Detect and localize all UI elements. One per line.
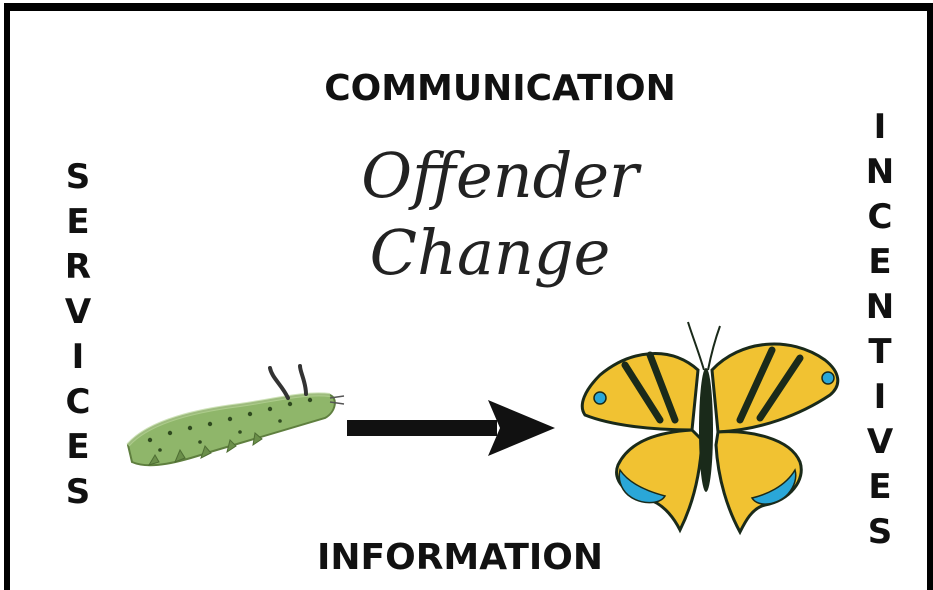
title-line-1: Offender bbox=[361, 139, 639, 212]
incentives-letter: N bbox=[865, 152, 895, 192]
incentives-vertical-label: I N C E N T I V E S bbox=[860, 105, 900, 555]
incentives-letter: I bbox=[873, 377, 887, 417]
frame-border-top bbox=[4, 3, 933, 11]
incentives-letter: N bbox=[865, 287, 895, 327]
services-letter: S bbox=[65, 472, 91, 512]
services-letter: S bbox=[65, 157, 91, 197]
incentives-letter: V bbox=[866, 422, 894, 462]
incentives-letter: I bbox=[873, 107, 887, 147]
incentives-letter: T bbox=[868, 332, 892, 372]
title-line-2: Change bbox=[369, 216, 611, 289]
information-label: INFORMATION bbox=[316, 537, 603, 578]
arrow-right-icon bbox=[347, 400, 555, 456]
frame-border-left bbox=[4, 3, 10, 590]
services-letter: E bbox=[66, 202, 90, 242]
butterfly-icon bbox=[580, 321, 840, 536]
services-vertical-label: S E R V I C E S bbox=[58, 155, 98, 515]
services-letter: C bbox=[65, 382, 91, 422]
services-letter: R bbox=[64, 247, 92, 287]
incentives-letter: E bbox=[868, 242, 892, 282]
incentives-letter: E bbox=[868, 467, 892, 507]
services-letter: I bbox=[71, 337, 85, 377]
communication-label: COMMUNICATION bbox=[324, 68, 676, 109]
services-letter: E bbox=[66, 427, 90, 467]
caterpillar-icon bbox=[126, 364, 345, 467]
incentives-letter: C bbox=[867, 197, 893, 237]
incentives-letter: S bbox=[867, 512, 893, 552]
services-letter: V bbox=[64, 292, 92, 332]
frame-border-right bbox=[927, 3, 933, 590]
